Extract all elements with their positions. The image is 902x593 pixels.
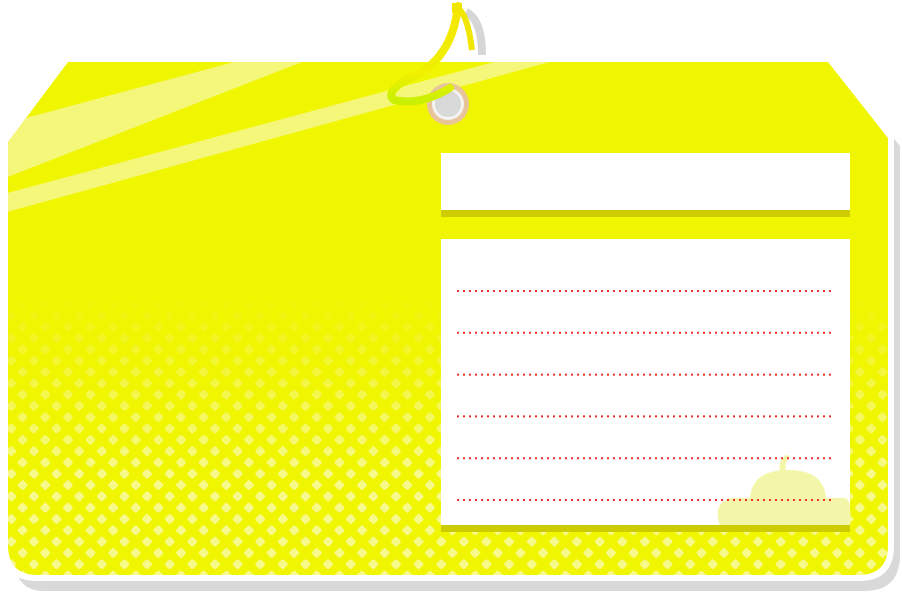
tag-string [387, 2, 462, 106]
title-label-box[interactable] [441, 153, 850, 210]
cupcake-icon [717, 455, 851, 525]
dotted-lines [457, 290, 832, 501]
title-label-bar [441, 210, 850, 217]
notes-bar [441, 525, 850, 532]
shine-stripe [8, 62, 320, 180]
string-shadow [463, 8, 486, 56]
